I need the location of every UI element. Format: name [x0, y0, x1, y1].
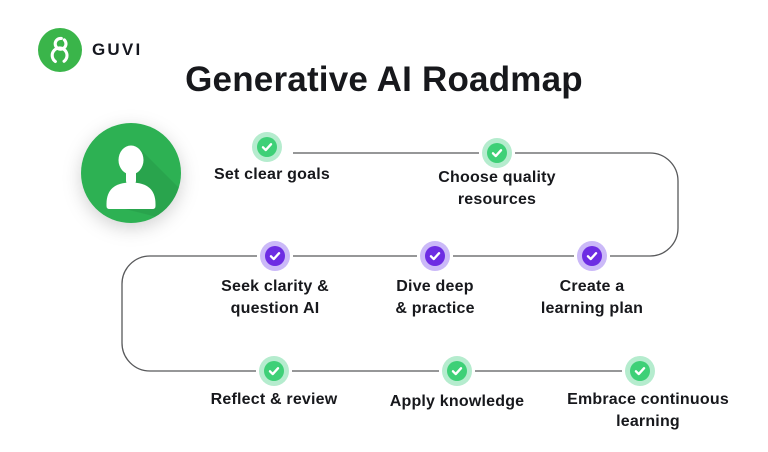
checkmark-icon [268, 367, 280, 376]
checkmark-icon [491, 149, 503, 158]
check-badge [260, 241, 290, 271]
check-badge [577, 241, 607, 271]
check-badge [259, 356, 289, 386]
check-badge [442, 356, 472, 386]
checkmark-icon [451, 367, 463, 376]
step-label: Seek clarity & question AI [221, 278, 329, 317]
check-badge [420, 241, 450, 271]
step-label: Dive deep & practice [395, 278, 475, 317]
checkmark-icon [269, 252, 281, 261]
page-title: Generative AI Roadmap [185, 60, 583, 99]
brand-name: GUVI [92, 40, 143, 59]
checkmark-icon [429, 252, 441, 261]
step-label: Embrace continuous learning [567, 391, 729, 430]
checkmark-icon [634, 367, 646, 376]
step-label: Choose quality resources [438, 169, 556, 208]
check-badge [252, 132, 282, 162]
step-label: Apply knowledge [389, 393, 525, 410]
check-badge [482, 138, 512, 168]
checkmark-icon [586, 252, 598, 261]
guvi-logo-icon [38, 28, 82, 72]
step-label: Create a learning plan [540, 278, 644, 317]
step-label: Reflect & review [210, 391, 338, 408]
checkmark-icon [261, 143, 273, 152]
person-avatar [81, 123, 181, 223]
check-badge [625, 356, 655, 386]
step-label: Set clear goals [214, 166, 330, 183]
